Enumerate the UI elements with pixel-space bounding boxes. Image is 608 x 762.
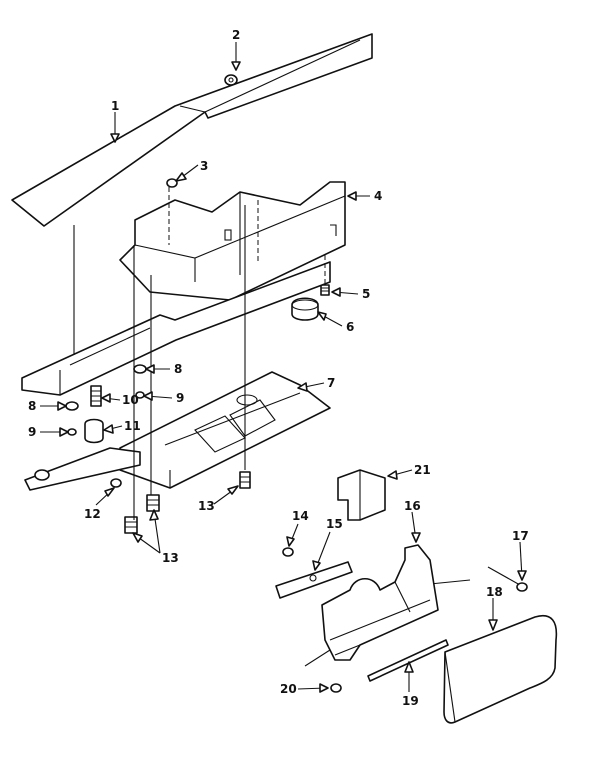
callout-15: 15 <box>326 517 343 531</box>
callout-13-left: 13 <box>162 551 179 565</box>
part-3-screw <box>166 178 178 188</box>
callout-4: 4 <box>374 189 382 203</box>
callout-9-right: 9 <box>176 391 184 405</box>
callout-1: 1 <box>111 99 119 113</box>
leader-lines <box>40 42 527 693</box>
part-19-rod <box>367 639 449 682</box>
callout-19: 19 <box>402 694 419 708</box>
callout-10: 10 <box>122 393 139 407</box>
callout-20: 20 <box>280 682 297 696</box>
part-21-bracket <box>337 469 386 521</box>
callout-7: 7 <box>327 376 335 390</box>
part-15-clip-plate <box>275 561 353 599</box>
callout-11: 11 <box>124 419 141 433</box>
callout-8-left: 8 <box>28 399 36 413</box>
part-12-screw <box>110 478 122 488</box>
callout-6: 6 <box>346 320 354 334</box>
callout-9-left: 9 <box>28 425 36 439</box>
callout-2: 2 <box>232 28 240 42</box>
callout-21: 21 <box>414 463 431 477</box>
callout-13-right: 13 <box>198 499 215 513</box>
base-extension <box>24 447 141 491</box>
callout-3: 3 <box>200 159 208 173</box>
part-10-spring <box>90 385 102 407</box>
part-8-washer-left <box>65 401 79 411</box>
part-13-screw-c <box>239 471 251 489</box>
callout-labels: 1 2 3 4 5 6 7 8 8 9 9 10 11 12 13 13 14 … <box>28 28 529 708</box>
callout-18: 18 <box>486 585 503 599</box>
slide-plate <box>21 261 331 396</box>
assembly-guide-lines <box>73 187 521 667</box>
part-11-spacer <box>84 418 104 444</box>
callout-8-right: 8 <box>174 362 182 376</box>
part-18-cover <box>443 615 558 724</box>
callout-12: 12 <box>84 507 101 521</box>
part-13-screw-a <box>124 516 138 534</box>
part-13-screw-b <box>146 494 160 512</box>
callout-14: 14 <box>292 509 309 523</box>
part-2-washer <box>224 74 238 86</box>
part-6-foot <box>291 297 319 321</box>
part-20-screw <box>330 683 342 693</box>
part-5-screw <box>320 284 330 296</box>
part-8-washer-right <box>133 364 147 374</box>
part-9-screw-left <box>67 428 77 436</box>
part-1-top-rail <box>11 33 373 227</box>
part-17-screw <box>516 582 528 592</box>
callout-16: 16 <box>404 499 421 513</box>
part-16-cradle-bracket <box>321 544 439 661</box>
callout-17: 17 <box>512 529 529 543</box>
callout-5: 5 <box>362 287 370 301</box>
part-14-screw <box>282 547 294 557</box>
part-9-screw-right <box>135 391 145 399</box>
